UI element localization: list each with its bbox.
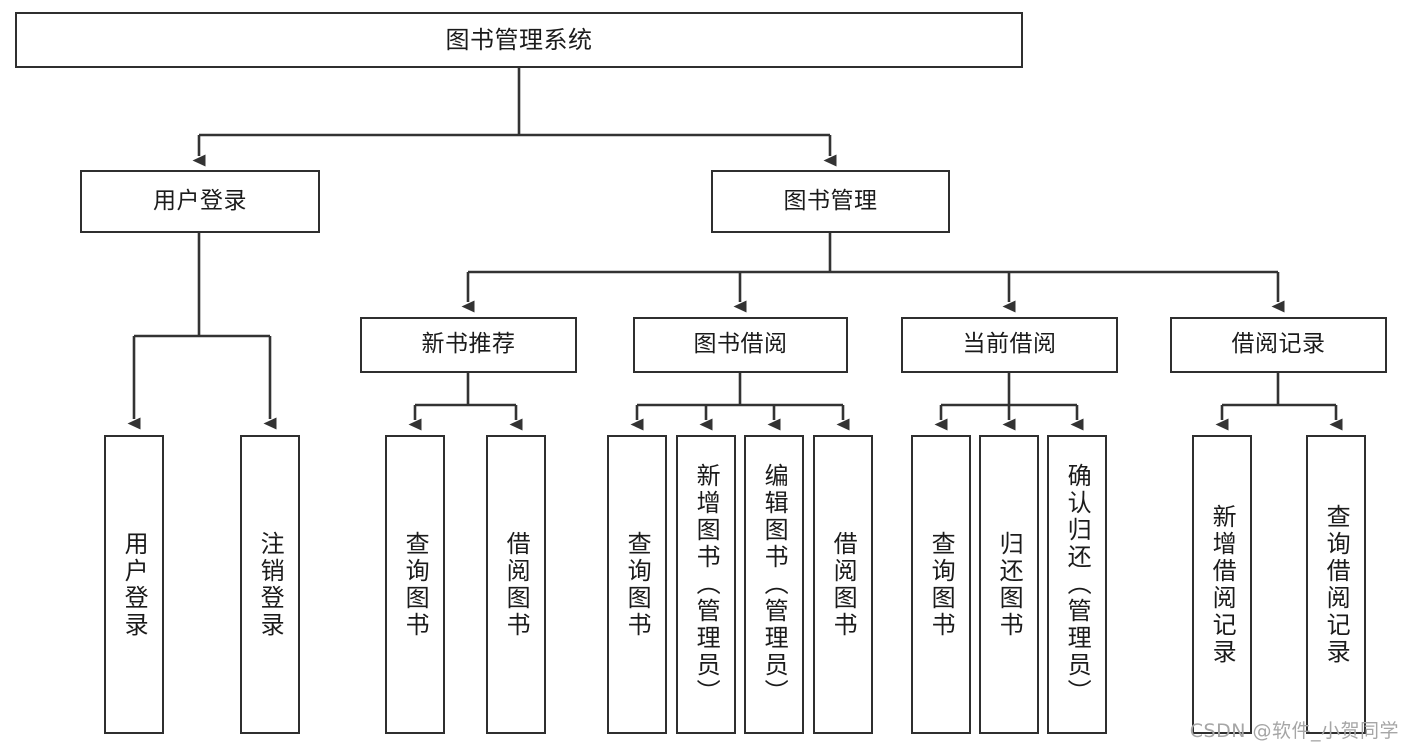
node-new-book-recommend[interactable]: 新书推荐 <box>360 317 577 373</box>
watermark-text: CSDN @软件_小贺同学 <box>1189 720 1399 742</box>
leaf-add-borrow-record[interactable]: 新增借阅记录 <box>1192 435 1252 734</box>
leaf-user-login[interactable]: 用户登录 <box>104 435 164 734</box>
node-root-system[interactable]: 图书管理系统 <box>15 12 1023 68</box>
node-label: 新书推荐 <box>421 331 516 358</box>
leaf-borrow-book-rec[interactable]: 借阅图书 <box>486 435 546 734</box>
leaf-query-book-rec[interactable]: 查询图书 <box>385 435 445 734</box>
leaf-label: 编辑图书（管理员） <box>760 463 789 706</box>
leaf-label: 借阅图书 <box>829 530 858 639</box>
leaf-label: 查询图书 <box>623 530 652 639</box>
leaf-borrow-book[interactable]: 借阅图书 <box>813 435 873 734</box>
leaf-return-book[interactable]: 归还图书 <box>979 435 1039 734</box>
leaf-label: 查询图书 <box>927 530 956 639</box>
node-borrow-record[interactable]: 借阅记录 <box>1170 317 1387 373</box>
leaf-label: 注销登录 <box>256 530 285 639</box>
node-label: 图书管理 <box>783 187 878 214</box>
leaf-query-borrow-record[interactable]: 查询借阅记录 <box>1306 435 1366 734</box>
leaf-label: 确认归还（管理员） <box>1063 463 1092 706</box>
leaf-label: 新增借阅记录 <box>1208 503 1237 666</box>
leaf-edit-book-admin[interactable]: 编辑图书（管理员） <box>744 435 804 734</box>
leaf-query-book-current[interactable]: 查询图书 <box>911 435 971 734</box>
node-label: 借阅记录 <box>1231 331 1326 358</box>
leaf-label: 查询借阅记录 <box>1322 503 1351 666</box>
node-book-borrow[interactable]: 图书借阅 <box>633 317 848 373</box>
leaf-confirm-return-admin[interactable]: 确认归还（管理员） <box>1047 435 1107 734</box>
node-label: 用户登录 <box>153 187 247 214</box>
node-label: 图书管理系统 <box>445 25 593 54</box>
node-label: 图书借阅 <box>693 331 788 358</box>
leaf-query-book-borrow[interactable]: 查询图书 <box>607 435 667 734</box>
leaf-label: 归还图书 <box>995 530 1024 639</box>
leaf-logout[interactable]: 注销登录 <box>240 435 300 734</box>
node-label: 当前借阅 <box>962 331 1057 358</box>
leaf-label: 用户登录 <box>120 530 149 639</box>
leaf-label: 查询图书 <box>401 530 430 639</box>
node-current-borrow[interactable]: 当前借阅 <box>901 317 1118 373</box>
node-user-login[interactable]: 用户登录 <box>80 170 320 233</box>
leaf-label: 新增图书（管理员） <box>692 463 721 706</box>
node-book-management[interactable]: 图书管理 <box>711 170 950 233</box>
leaf-add-book-admin[interactable]: 新增图书（管理员） <box>676 435 736 734</box>
leaf-label: 借阅图书 <box>502 530 531 639</box>
